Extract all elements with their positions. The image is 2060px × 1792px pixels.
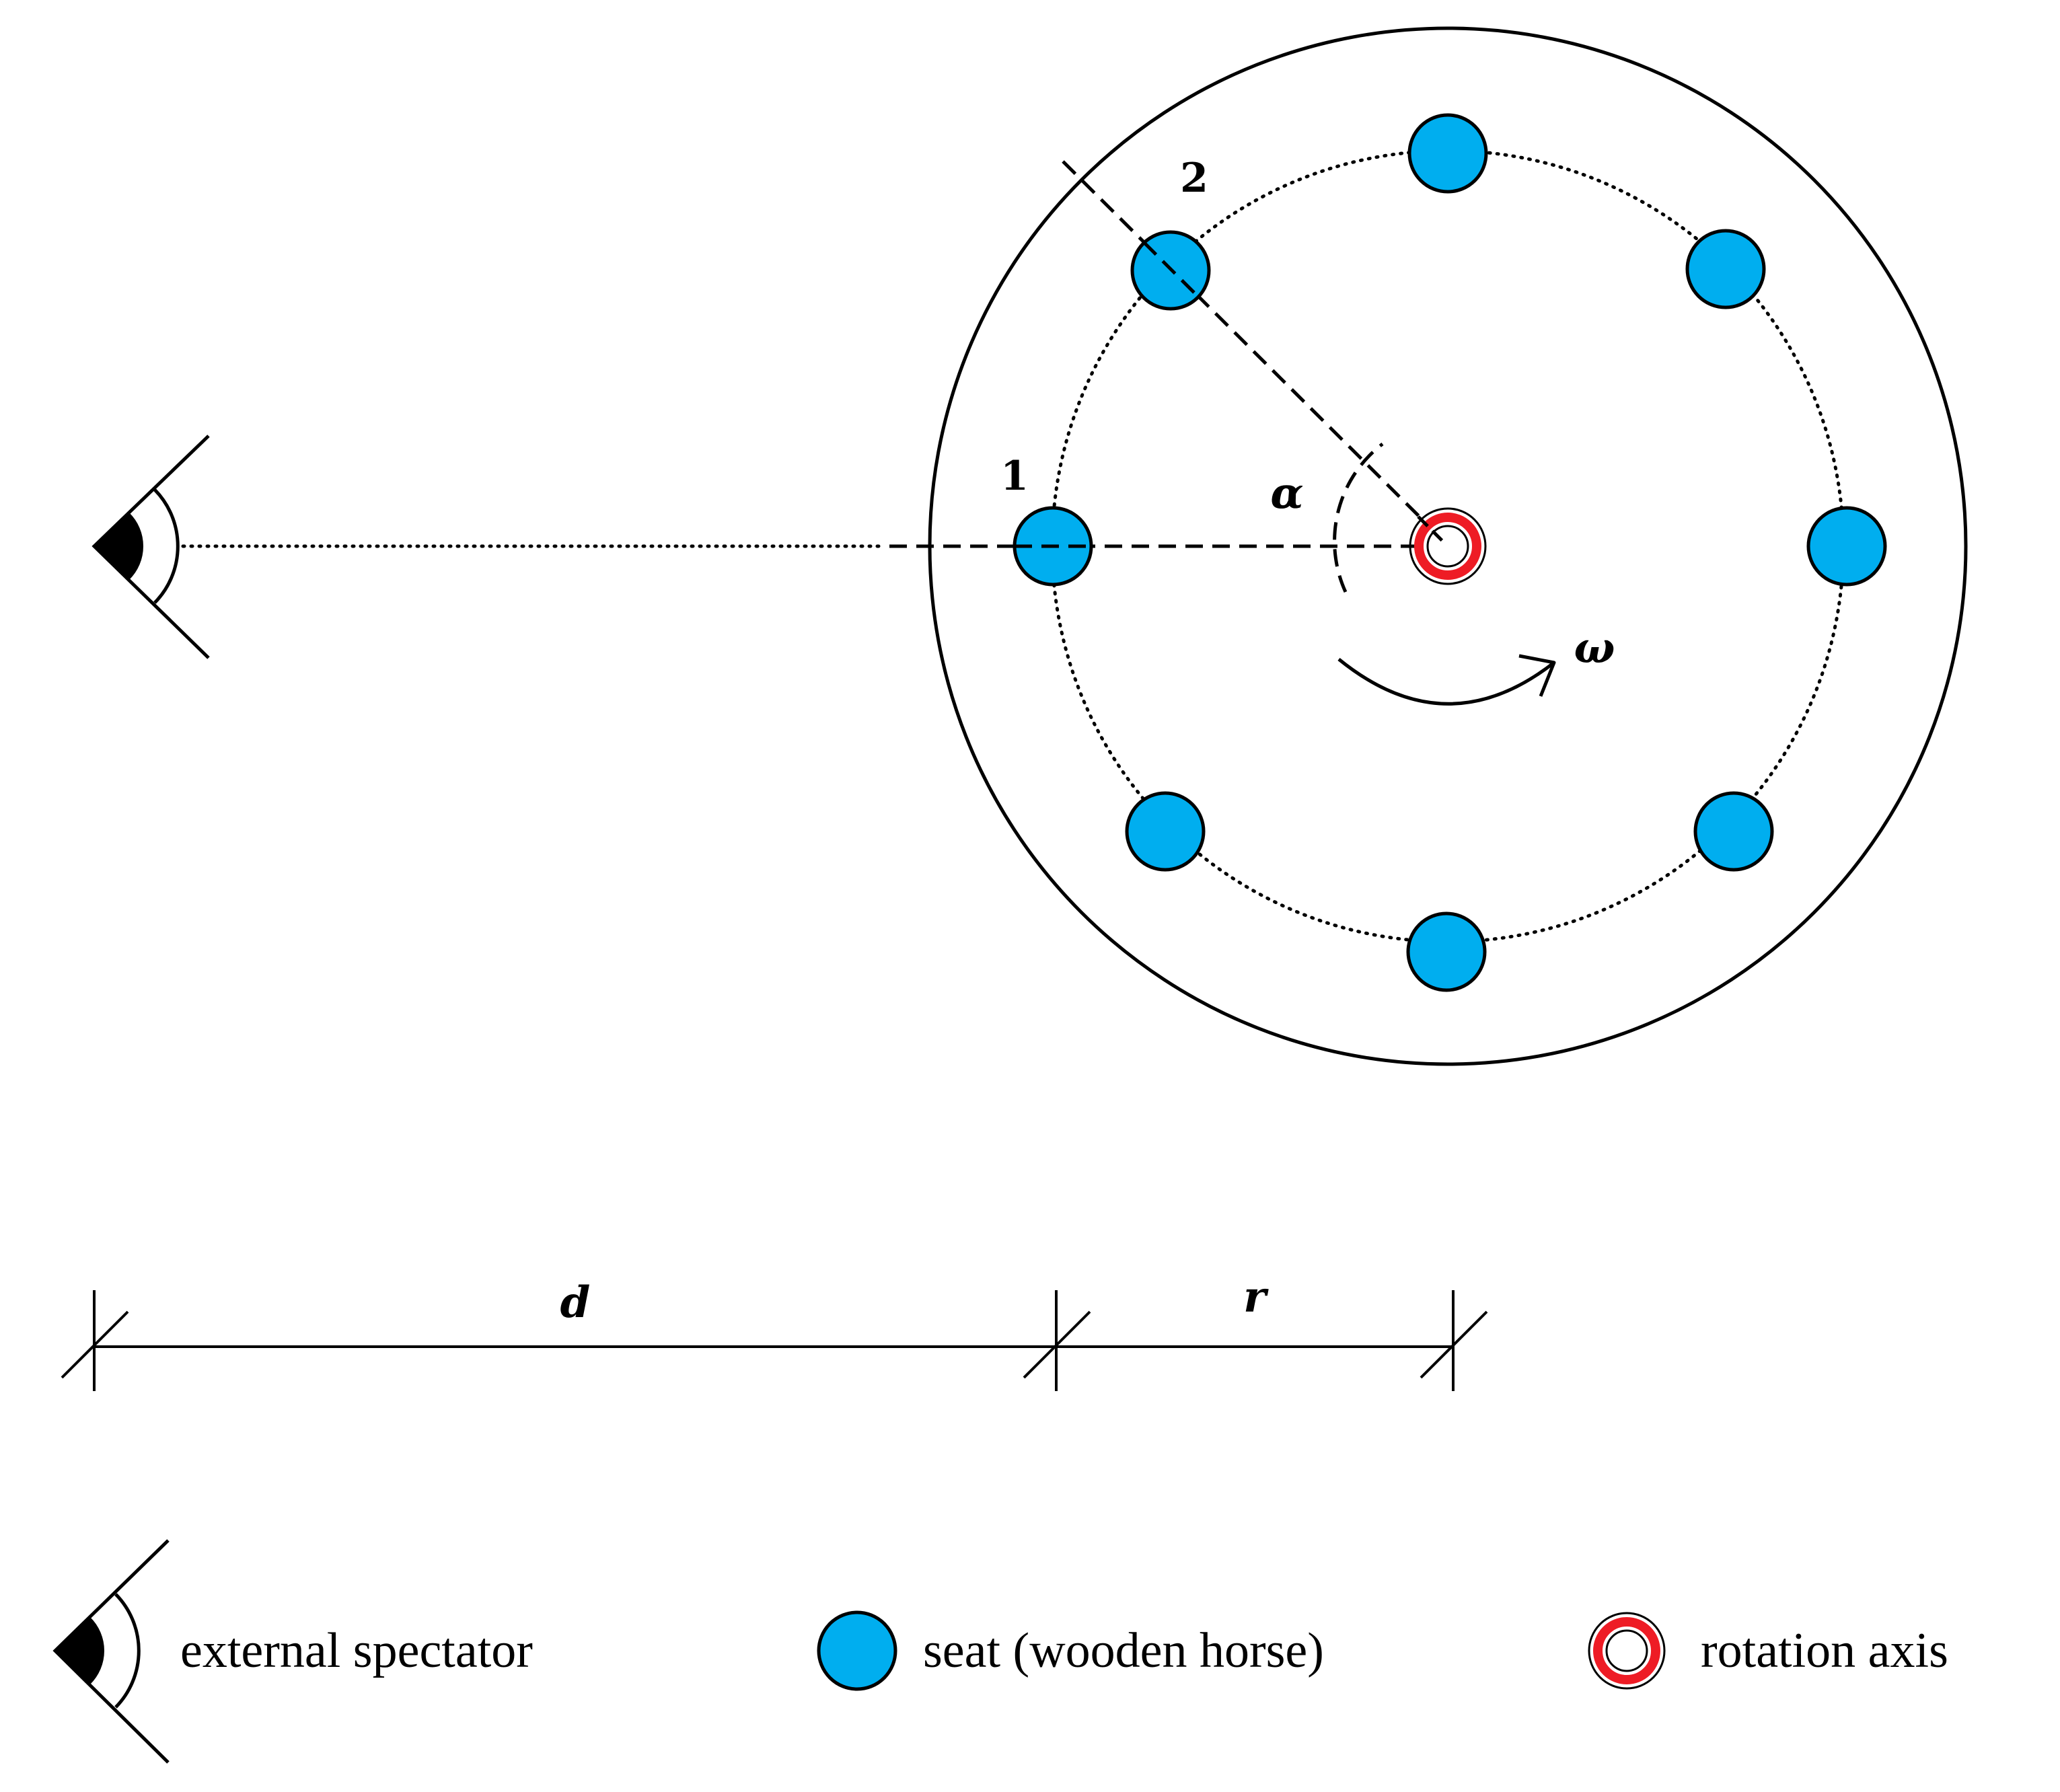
distance-label: d xyxy=(560,1277,591,1328)
rotation-axis xyxy=(1409,507,1487,585)
legend-eye-icon xyxy=(52,1539,170,1764)
legend-seat-label: seat (wooden horse) xyxy=(923,1623,1324,1678)
radius-label: r xyxy=(1243,1272,1269,1322)
spectator-eye-icon xyxy=(91,435,210,659)
seat-1-label: 1 xyxy=(1000,453,1029,500)
rotation-arrow xyxy=(1337,654,1556,706)
legend-spectator-label: external spectator xyxy=(180,1623,533,1678)
seat-right xyxy=(1806,506,1887,587)
seat-top xyxy=(1407,113,1488,194)
seat-2-label: 2 xyxy=(1180,155,1208,202)
angle-arc xyxy=(1333,443,1384,593)
seat-bottom-right xyxy=(1693,791,1774,872)
seats xyxy=(1013,113,1887,992)
seat-bottom xyxy=(1406,911,1487,992)
radius-seat-2 xyxy=(1062,160,1448,545)
radius-center-tip xyxy=(1417,515,1448,546)
radius-seat-2-overlay xyxy=(1142,241,1199,297)
legend-seat-icon xyxy=(817,1610,897,1691)
seat-top-right xyxy=(1685,229,1766,309)
seat-bottom-left xyxy=(1125,791,1206,872)
legend: external spectator seat (wooden horse) r… xyxy=(52,1539,1948,1764)
angle-label: α xyxy=(1270,468,1303,519)
dimension-lines xyxy=(61,1290,1488,1391)
angular-velocity-label: ω xyxy=(1574,623,1615,673)
legend-axis-label: rotation axis xyxy=(1701,1623,1948,1678)
legend-rotation-axis-icon xyxy=(1588,1612,1666,1690)
